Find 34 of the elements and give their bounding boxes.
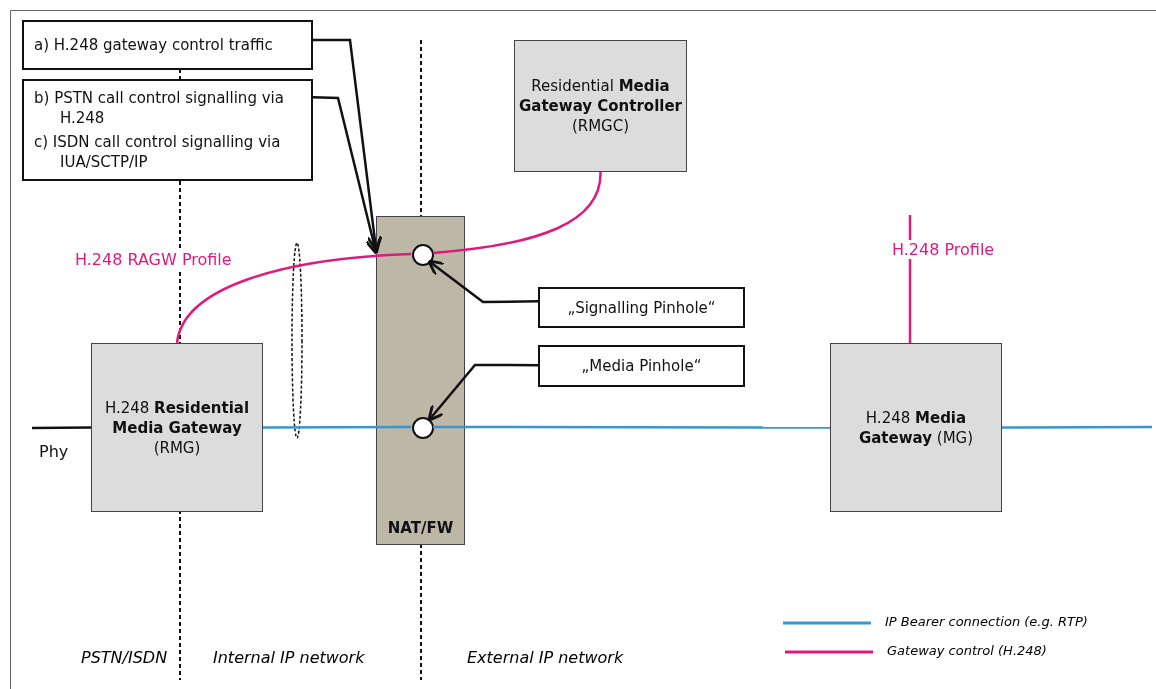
connector-line [1002,425,1152,429]
node-text: „Media Pinhole“ [581,356,702,376]
node-text: „Signalling Pinhole“ [567,297,716,318]
node-text: Residential Media Gateway Controller (RMGC) [519,76,682,136]
pinhole-label-box [538,287,745,328]
pinhole-circle [412,244,434,266]
edge-label: Phy [37,442,71,461]
callout-box [22,79,313,181]
legend-text: Gateway control (H.248) [887,643,1047,658]
connector-line [433,425,830,429]
legend-text: IP Bearer connection (e.g. RTP) [885,614,1088,629]
firewall-bar [376,216,465,545]
callout-box [22,20,313,70]
arrow [312,96,382,255]
edge-label: H.248 Profile [890,240,997,259]
firewall-label: NAT/FW [387,518,454,538]
connector-line [32,426,91,430]
node-text: H.248 Media Gateway (MG) [857,407,975,448]
arrow [427,259,538,304]
edge-label: H.248 RAGW Profile [73,250,234,269]
connector-line [432,171,602,255]
gateway-box [830,343,1002,512]
pinhole-circle [412,417,434,439]
connector-line [263,425,411,429]
dotted-ellipse [291,242,303,439]
arrow [427,363,538,422]
node-text: c) ISDN call control signalling via IUA/SCTP/IP [34,132,282,172]
node-text: H.248 Residential Media Gateway (RMG) [103,397,251,458]
gateway-box [91,343,263,512]
connector-line [175,252,412,344]
node-text: a) H.248 gateway control traffic [34,35,274,55]
gateway-box [514,40,687,172]
pinhole-label-box [538,345,745,387]
connector-line [908,215,912,343]
